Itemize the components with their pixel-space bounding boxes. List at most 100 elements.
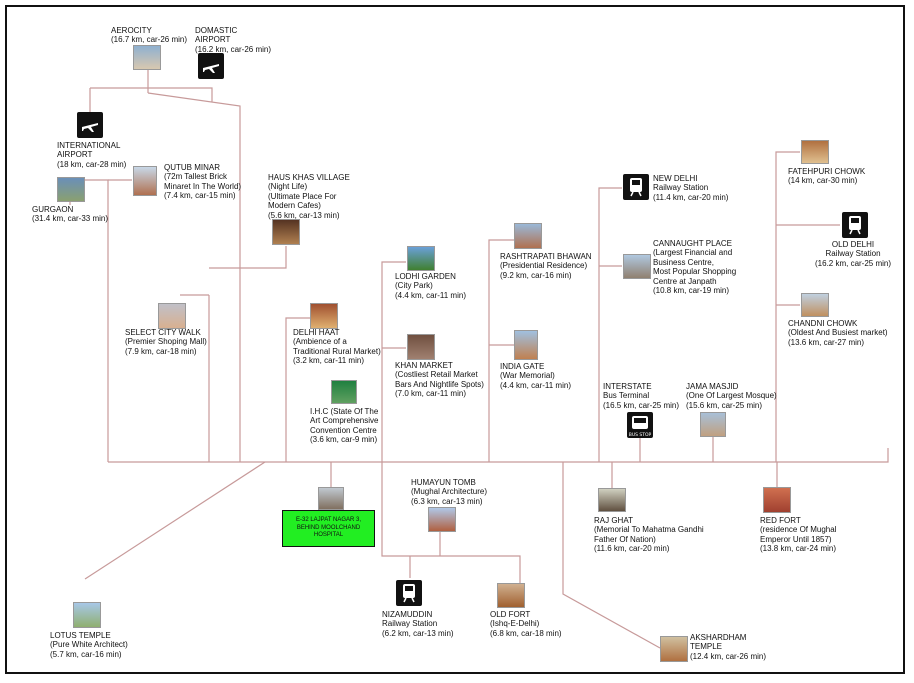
place-detail: (13.8 km, car-24 min) bbox=[760, 544, 837, 554]
place-detail: AIRPORT bbox=[195, 35, 231, 45]
place-name: QUTUB MINAR bbox=[164, 163, 220, 172]
node-humayun-tomb: HUMAYUN TOMB(Mughal Architecture)(6.3 km… bbox=[411, 478, 487, 506]
place-name: OLD FORT bbox=[490, 610, 531, 619]
node-haus-khas: HAUS KHAS VILLAGE(Night Life)(Ultimate P… bbox=[268, 173, 350, 220]
place-detail: (7.0 km, car-11 min) bbox=[395, 389, 466, 399]
train-icon bbox=[396, 580, 422, 606]
place-detail: (6.8 km, car-18 min) bbox=[490, 628, 562, 638]
node-lotus-temple: LOTUS TEMPLE(Pure White Architect)(5.7 k… bbox=[50, 631, 128, 659]
train-icon bbox=[623, 174, 649, 200]
place-detail: (12.4 km, car-26 min) bbox=[690, 651, 767, 661]
place-detail: Minaret In The World) bbox=[164, 181, 242, 191]
home-address-line: HOSPITAL bbox=[313, 532, 344, 539]
place-detail: (15.6 km, car-25 min) bbox=[686, 400, 763, 410]
place-name: RAJ GHAT bbox=[594, 516, 633, 525]
place-name: DOMASTIC bbox=[195, 26, 238, 35]
place-name: INTERSTATE bbox=[603, 382, 652, 391]
place-detail: Bars And Nightlife Spots) bbox=[395, 379, 484, 389]
red-fort-photo bbox=[763, 487, 791, 513]
airplane-icon bbox=[77, 112, 103, 138]
lotus-temple-photo bbox=[73, 602, 101, 628]
place-detail: (3.6 km, car-9 min) bbox=[310, 435, 378, 445]
place-detail: (5.7 km, car-16 min) bbox=[50, 649, 122, 659]
place-detail: (Ambience of a bbox=[293, 337, 347, 347]
diagram-frame bbox=[5, 5, 905, 674]
place-detail: (Presidential Residence) bbox=[500, 261, 588, 271]
place-detail: (16.2 km, car-26 min) bbox=[195, 44, 272, 54]
place-name: JAMA MASJID bbox=[686, 382, 739, 391]
place-detail: (Oldest And Busiest market) bbox=[788, 328, 888, 338]
place-name: NEW DELHI bbox=[653, 174, 698, 183]
place-name: RED FORT bbox=[760, 516, 801, 525]
place-detail: (72m Tallest Brick bbox=[164, 172, 227, 182]
chandni-chowk-photo bbox=[801, 293, 829, 317]
place-name: AEROCITY bbox=[111, 26, 152, 35]
old-fort-photo bbox=[497, 583, 525, 608]
node-old-fort: OLD FORT(Ishq-E-Delhi)(6.8 km, car-18 mi… bbox=[490, 610, 562, 638]
place-detail: (11.4 km, car-20 min) bbox=[653, 192, 729, 202]
node-fatehpuri-chowk: FATEHPURI CHOWK(14 km, car-30 min) bbox=[788, 167, 865, 186]
place-detail: (4.4 km, car-11 min) bbox=[395, 290, 466, 300]
delhi-haat-photo bbox=[310, 303, 338, 329]
place-name: DELHI HAAT bbox=[293, 328, 340, 337]
place-detail: (16.7 km, car-26 min) bbox=[111, 35, 188, 45]
node-select-city-walk: SELECT CITY WALK(Premier Shoping Mall)(7… bbox=[125, 328, 207, 356]
raj-ghat-photo bbox=[598, 488, 626, 512]
aerocity-photo bbox=[133, 45, 161, 70]
node-india-gate: INDIA GATE(War Memorial)(4.4 km, car-11 … bbox=[500, 362, 571, 390]
place-detail: (Costliest Retail Market bbox=[395, 370, 478, 380]
place-detail: Father Of Nation) bbox=[594, 534, 656, 544]
place-detail: (14 km, car-30 min) bbox=[788, 176, 858, 186]
bus-stop-icon: BUS STOP bbox=[627, 412, 653, 438]
place-detail: (Ishq-E-Delhi) bbox=[490, 619, 540, 629]
place-detail: Art Comprehensive bbox=[310, 416, 379, 426]
place-detail: (13.6 km, car-27 min) bbox=[788, 337, 865, 347]
place-name: INDIA GATE bbox=[500, 362, 545, 371]
node-jama-masjid: JAMA MASJID(One Of Largest Mosque)(15.6 … bbox=[686, 382, 777, 410]
place-detail: (Ultimate Place For bbox=[268, 191, 337, 201]
place-detail: (Memorial To Mahatma Gandhi bbox=[594, 525, 704, 535]
place-detail: (16.2 km, car-25 min) bbox=[815, 258, 892, 268]
place-name: AKSHARDHAM bbox=[690, 633, 747, 642]
cannaught-photo bbox=[623, 254, 651, 279]
place-detail: (5.6 km, car-13 min) bbox=[268, 210, 340, 220]
train-icon bbox=[842, 212, 868, 238]
place-detail: (10.8 km, car-19 min) bbox=[653, 286, 730, 296]
node-rashtrapati-bhawan: RASHTRAPATI BHAWAN(Presidential Residenc… bbox=[500, 252, 592, 280]
place-detail: (Premier Shoping Mall) bbox=[125, 337, 207, 347]
place-name: GURGAON bbox=[32, 205, 74, 214]
place-detail: (11.6 km, car-20 min) bbox=[594, 544, 670, 554]
place-detail: (4.4 km, car-11 min) bbox=[500, 380, 571, 390]
place-detail: (One Of Largest Mosque) bbox=[686, 391, 777, 401]
place-name: CHANDNI CHOWK bbox=[788, 319, 858, 328]
airplane-icon bbox=[198, 53, 224, 79]
ihc-photo bbox=[331, 380, 357, 404]
akshardham-photo bbox=[660, 636, 688, 662]
place-detail: (18 km, car-28 min) bbox=[57, 159, 127, 169]
place-detail: (7.4 km, car-15 min) bbox=[164, 191, 236, 201]
gurgaon-photo bbox=[57, 177, 85, 202]
node-aerocity: AEROCITY(16.7 km, car-26 min) bbox=[111, 26, 187, 45]
place-name: INTERNATIONAL bbox=[57, 141, 121, 150]
node-gurgaon: GURGAON(31.4 km, car-33 min) bbox=[32, 205, 108, 224]
place-detail: (Night Life) bbox=[268, 182, 308, 192]
place-name: FATEHPURI CHOWK bbox=[788, 167, 866, 176]
india-gate-photo bbox=[514, 330, 538, 360]
place-name: I.H.C (State Of The bbox=[310, 407, 379, 416]
place-detail: (residence Of Mughal bbox=[760, 525, 837, 535]
haus-khas-photo bbox=[272, 219, 300, 245]
place-detail: (6.3 km, car-13 min) bbox=[411, 496, 483, 506]
home-address-box: E-32 LAJPAT NAGAR 3, BEHIND MOOLCHAND HO… bbox=[282, 510, 375, 547]
place-detail: TEMPLE bbox=[690, 642, 723, 652]
rashtrapati-photo bbox=[514, 223, 542, 249]
place-name: LODHI GARDEN bbox=[395, 272, 456, 281]
